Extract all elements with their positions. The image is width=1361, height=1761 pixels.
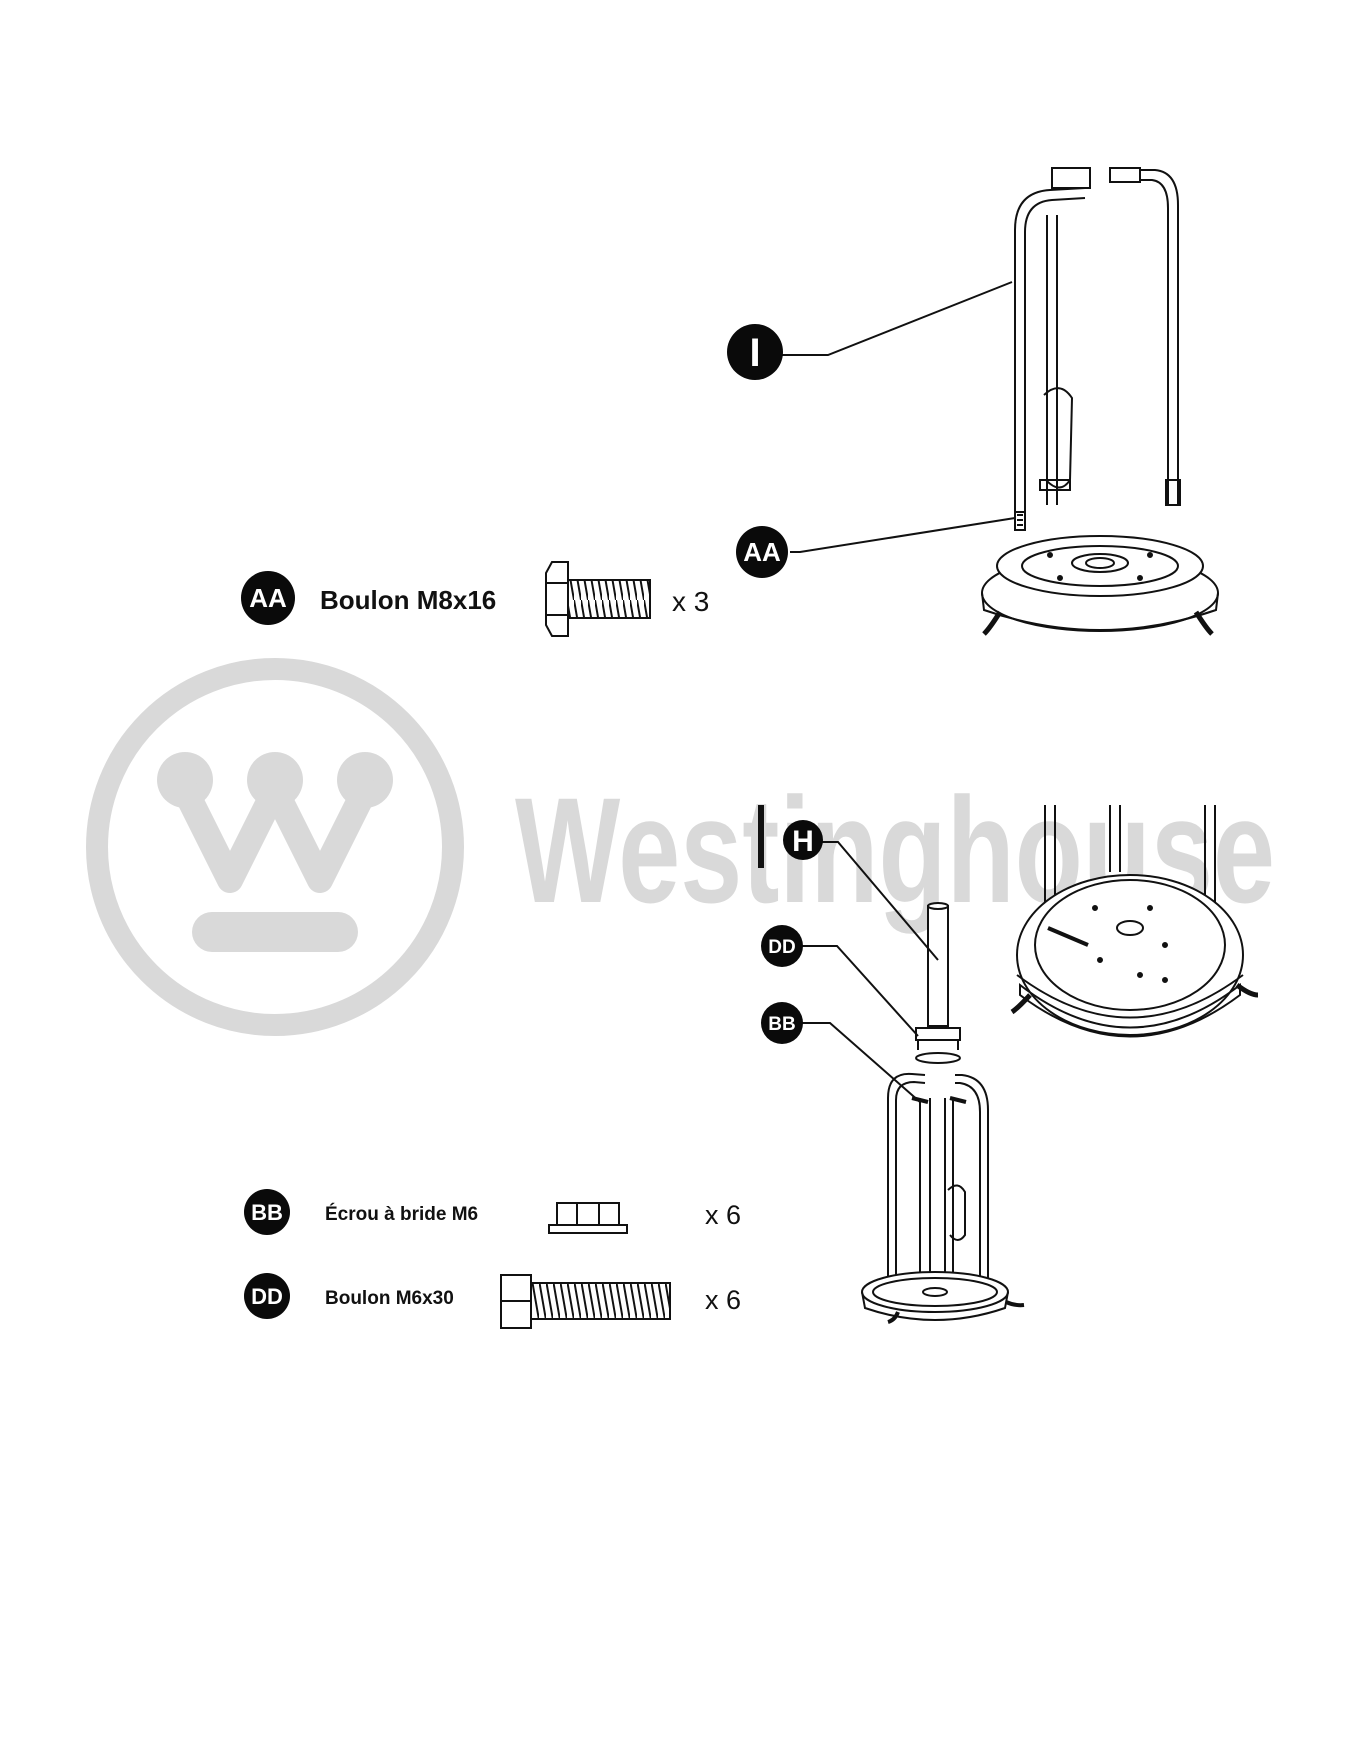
westinghouse-logo-icon (97, 669, 453, 1025)
part-row-aa: AA Boulon M8x16 x 3 (241, 562, 709, 636)
part-row-dd: DD Boulon M6x30 x 6 (244, 1273, 741, 1328)
callout-dd-label: DD (768, 937, 795, 958)
part-dd-qty: x 6 (705, 1285, 741, 1315)
callout-i: I (727, 282, 1012, 380)
part-bb-qty: x 6 (705, 1200, 741, 1230)
part-dd-id: DD (251, 1284, 283, 1309)
step2-figure (862, 903, 1024, 1322)
callout-h-label: H (792, 825, 814, 858)
part-dd-name: Boulon M6x30 (325, 1288, 454, 1309)
part-bb-name: Écrou à bride M6 (325, 1203, 478, 1225)
long-bolt-icon (501, 1275, 670, 1328)
frame-part-i (1015, 168, 1090, 530)
callout-aa-label: AA (743, 537, 781, 567)
bolt-icon (546, 562, 650, 636)
callout-bb: BB (761, 1002, 920, 1102)
part-aa-name: Boulon M8x16 (320, 585, 496, 615)
small-assembly (862, 1074, 1024, 1322)
part-aa-id: AA (249, 583, 287, 613)
callout-bb-label: BB (768, 1014, 795, 1035)
step1-figure (982, 168, 1218, 634)
callout-aa: AA (736, 518, 1015, 578)
flange-nut-icon (549, 1203, 627, 1233)
part-aa-qty: x 3 (672, 586, 709, 617)
heater-base (982, 536, 1218, 634)
part-row-bb: BB Écrou à bride M6 x 6 (244, 1189, 741, 1235)
part-bb-id: BB (251, 1200, 283, 1225)
callout-i-label: I (749, 331, 760, 375)
frame-part-right (1110, 168, 1180, 505)
